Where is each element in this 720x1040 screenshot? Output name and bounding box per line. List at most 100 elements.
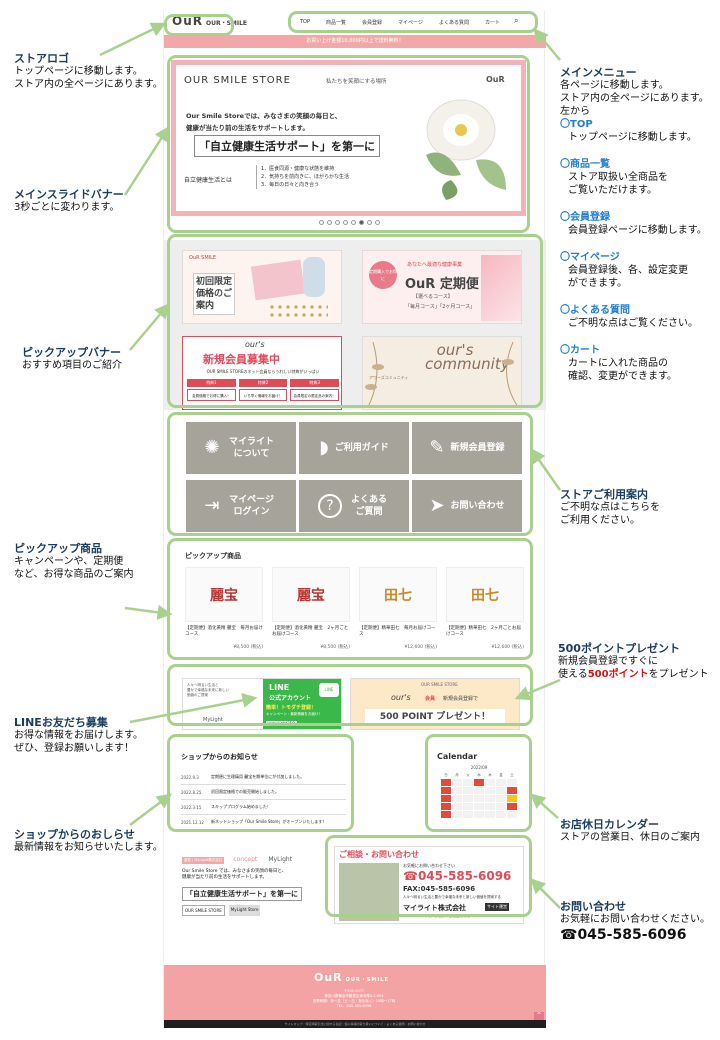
slider-dot[interactable]: [327, 220, 332, 225]
calendar-day: [463, 795, 473, 802]
product-card[interactable]: 田七 【定期便】精華田七 2ヶ月ごとお届けコース ¥12,600 (税込): [446, 567, 524, 650]
slide-brand: OuR: [486, 75, 505, 84]
highlight-pickup-banners: [167, 234, 543, 408]
calendar-day: [441, 779, 451, 786]
slider-dot[interactable]: [335, 220, 340, 225]
product-name[interactable]: 【定期便】酒化黄精 麗宝 2ヶ月ごとお届けコース: [272, 626, 349, 637]
product-name[interactable]: 【定期便】酒化黄精 麗宝 毎月お届けコース: [185, 626, 263, 637]
banner-title: OuR 定期便: [405, 277, 479, 292]
calendar-day: [507, 779, 517, 786]
product-price: ¥8,500 (税込): [320, 645, 350, 650]
nav-top[interactable]: TOP: [300, 19, 311, 25]
calendar-day: [496, 779, 506, 786]
contact-banner[interactable]: ご相談・お問い合わせ お気軽にお問い合わせ下さい ☎045-585-6096 F…: [334, 846, 524, 924]
calendar-day: [474, 803, 484, 810]
point-banner[interactable]: OUR SMILE STORE our's 会員 新規会員登録で 500 POI…: [350, 678, 520, 730]
pickup-banner-subscription[interactable]: 定期購入でお得に あなたへ最適な健康事業 OuR 定期便 【選べるコース】 「毎…: [362, 250, 522, 324]
calendar-weekday: 金: [499, 773, 503, 777]
calendar-weekday: 土: [510, 773, 514, 777]
calendar-day: [485, 795, 495, 802]
product-card[interactable]: 麗宝 【定期便】酒化黄精 麗宝 毎月お届けコース ¥8,500 (税込): [185, 567, 263, 650]
calendar-weekday: 木: [488, 773, 492, 777]
calendar-weekday: 火: [466, 773, 470, 777]
pickup-banner-first-price[interactable]: OuR SMILE 初回限定価格のご案内: [182, 250, 342, 324]
annotation-store-logo: ストアロゴトップページに移動します。ストア内の全ページにあります。: [14, 52, 163, 90]
product-image: 田七: [359, 567, 437, 622]
product-card[interactable]: 麗宝 【定期便】酒化黄精 麗宝 2ヶ月ごとお届けコース ¥8,500 (税込): [272, 567, 350, 650]
send-icon: ➤: [429, 495, 445, 516]
search-icon[interactable]: ⌕: [513, 16, 519, 25]
guide-about-mylight[interactable]: ✺マイライトについて: [186, 422, 296, 474]
calendar-weekday: 月: [455, 773, 459, 777]
banner-benefit-notes: 会員価格でお得に購入！ いち早く情報をお届け！ 会員限定の限定品の案内！: [187, 389, 340, 401]
calendar-day: [496, 787, 506, 794]
concept-banner[interactable]: 遊覧 | MyLight株式会社 concept MyLight Our Smi…: [182, 846, 327, 924]
pickup-products: ピックアップ商品 麗宝 【定期便】酒化黄精 麗宝 毎月お届けコース ¥8,500…: [171, 545, 531, 670]
slide-headline: 「自立健康生活サポート」を第一に: [194, 135, 380, 157]
product-card[interactable]: 田七 【定期便】精華田七 毎月お届けコース ¥12,600 (税込): [359, 567, 437, 650]
nav-faq[interactable]: よくある質問: [438, 20, 469, 26]
slider-dot[interactable]: [375, 220, 380, 225]
slider-dot[interactable]: [367, 220, 372, 225]
calendar-weekday: 水: [477, 773, 481, 777]
slide-tagline: 私たちを笑顔にする場所: [326, 79, 387, 85]
guide-faq[interactable]: ?よくあるご質問: [299, 480, 409, 532]
calendar-day: [507, 803, 517, 810]
calendar-day: [474, 795, 484, 802]
guide-register[interactable]: ✎新規会員登録: [412, 422, 522, 474]
pickup-banner-new-member[interactable]: our's 新規会員募集中 OUR SMILE STOREのネット会員ならうれし…: [182, 336, 342, 410]
flower-image: [426, 99, 506, 200]
product-name[interactable]: 【定期便】精華田七 2ヶ月ごとお届けコース: [446, 626, 521, 637]
nav-cart[interactable]: カート: [484, 20, 500, 26]
guide-icon: ◗: [319, 437, 329, 458]
product-name[interactable]: 【定期便】精華田七 毎月お届けコース: [359, 626, 436, 637]
calendar-day: [485, 811, 495, 818]
highlight-calendar: [425, 734, 532, 832]
calendar-day: [441, 787, 451, 794]
banner-badge: 定期購入でお得に: [369, 261, 397, 289]
slider-dot[interactable]: [343, 220, 348, 225]
scroll-top-button[interactable]: ^: [534, 1012, 544, 1020]
calendar-day: [507, 811, 517, 818]
slider-dot[interactable]: [351, 220, 356, 225]
highlight-news: [167, 734, 354, 832]
annotation-pickup-products: ピックアップ商品キャンペーンや、定期便など、お得な商品のご案内: [14, 542, 134, 580]
slider-dot-active[interactable]: [359, 220, 364, 225]
calendar-day: [452, 795, 462, 802]
slide-definition-label: 自立健康生活とは: [184, 177, 233, 184]
calendar-day: [474, 811, 484, 818]
product-image: 田七: [446, 567, 524, 622]
highlight-products: [167, 538, 533, 660]
calendar-day: [485, 787, 495, 794]
edit-icon: ✎: [429, 437, 445, 458]
nav-mypage[interactable]: マイページ: [398, 20, 423, 26]
phone-number[interactable]: ☎045-585-6096: [403, 869, 512, 883]
calendar-day: [474, 779, 484, 786]
pickup-banner-community[interactable]: our's community アワーズコミュニティ: [362, 336, 522, 410]
calendar-day: [496, 811, 506, 818]
calendar-day: [474, 787, 484, 794]
guide-usage[interactable]: ◗ご利用ガイド: [299, 422, 409, 474]
calendar-heading: Calendar: [437, 752, 478, 761]
slider-dots: [319, 220, 380, 225]
login-icon: ⇥: [204, 495, 220, 516]
nav-register[interactable]: 会員登録: [362, 20, 383, 26]
slider-dot[interactable]: [319, 220, 324, 225]
annotation-main-menu: メインメニュー各ページに移動します。ストア内の全ページにあります。左から 〇TO…: [560, 66, 709, 382]
guide-mypage-login[interactable]: ⇥マイページログイン: [186, 480, 296, 532]
annotation-pickup-banners: ピックアップバナーおすすめ項目のご紹介: [22, 346, 122, 371]
footer-links[interactable]: サイトマップ｜特定商取引法に関する表記｜個人情報の取り扱いについて｜よくある質問…: [164, 1020, 546, 1028]
nav-products[interactable]: 商品一覧: [326, 20, 347, 26]
calendar-day: [463, 779, 473, 786]
main-slide-banner[interactable]: OUR SMILE STORE 私たちを笑顔にする場所 Our Smile St…: [171, 60, 526, 216]
sun-icon: ✺: [204, 437, 220, 458]
line-banner[interactable]: 人々へ明るい生活と豊かで幸福な未来に新しい価値のご提案 MyLight LINE…: [182, 678, 342, 730]
guide-contact[interactable]: ➤お問い合わせ: [412, 480, 522, 532]
calendar-day: [496, 795, 506, 802]
